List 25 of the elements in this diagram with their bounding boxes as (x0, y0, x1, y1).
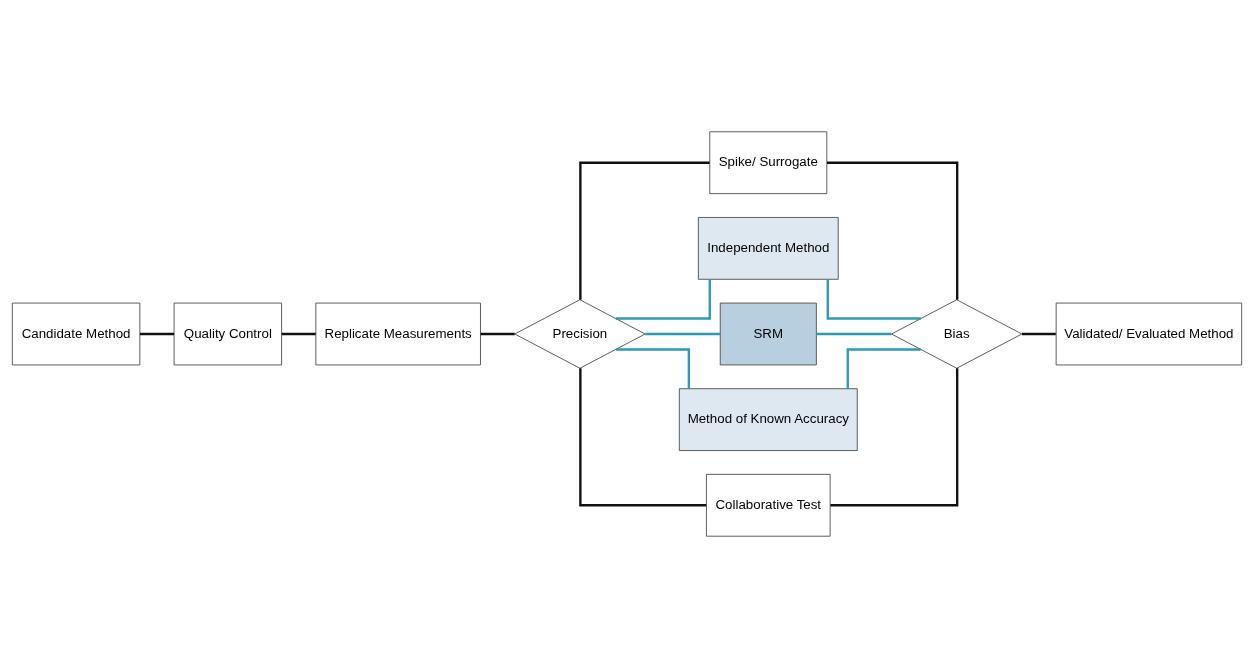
connector (579, 368, 707, 507)
node-diamond: Precision (514, 299, 646, 369)
node-box: Collaborative Test (705, 473, 831, 537)
connector (816, 332, 892, 336)
node-box: SRM (719, 302, 817, 366)
connector (1022, 332, 1056, 336)
node-box: Replicate Measurements (315, 302, 481, 366)
connector (480, 332, 515, 336)
node-box: Spike/ Surrogate (709, 131, 828, 195)
connector (615, 279, 711, 320)
connector (830, 368, 959, 507)
node-box: Quality Control (173, 302, 283, 366)
node-box: Candidate Method (11, 302, 141, 366)
node-box: Method of Known Accuracy (678, 388, 858, 452)
connector (846, 348, 921, 389)
connector (140, 332, 175, 336)
connector (826, 279, 921, 320)
connector (579, 161, 710, 300)
connector (615, 348, 691, 389)
connector (281, 332, 316, 336)
connector (827, 161, 959, 300)
node-box: Independent Method (697, 216, 839, 280)
node-box: Validated/ Evaluated Method (1055, 302, 1243, 366)
connector (645, 332, 720, 336)
node-diamond: Bias (891, 299, 1023, 369)
